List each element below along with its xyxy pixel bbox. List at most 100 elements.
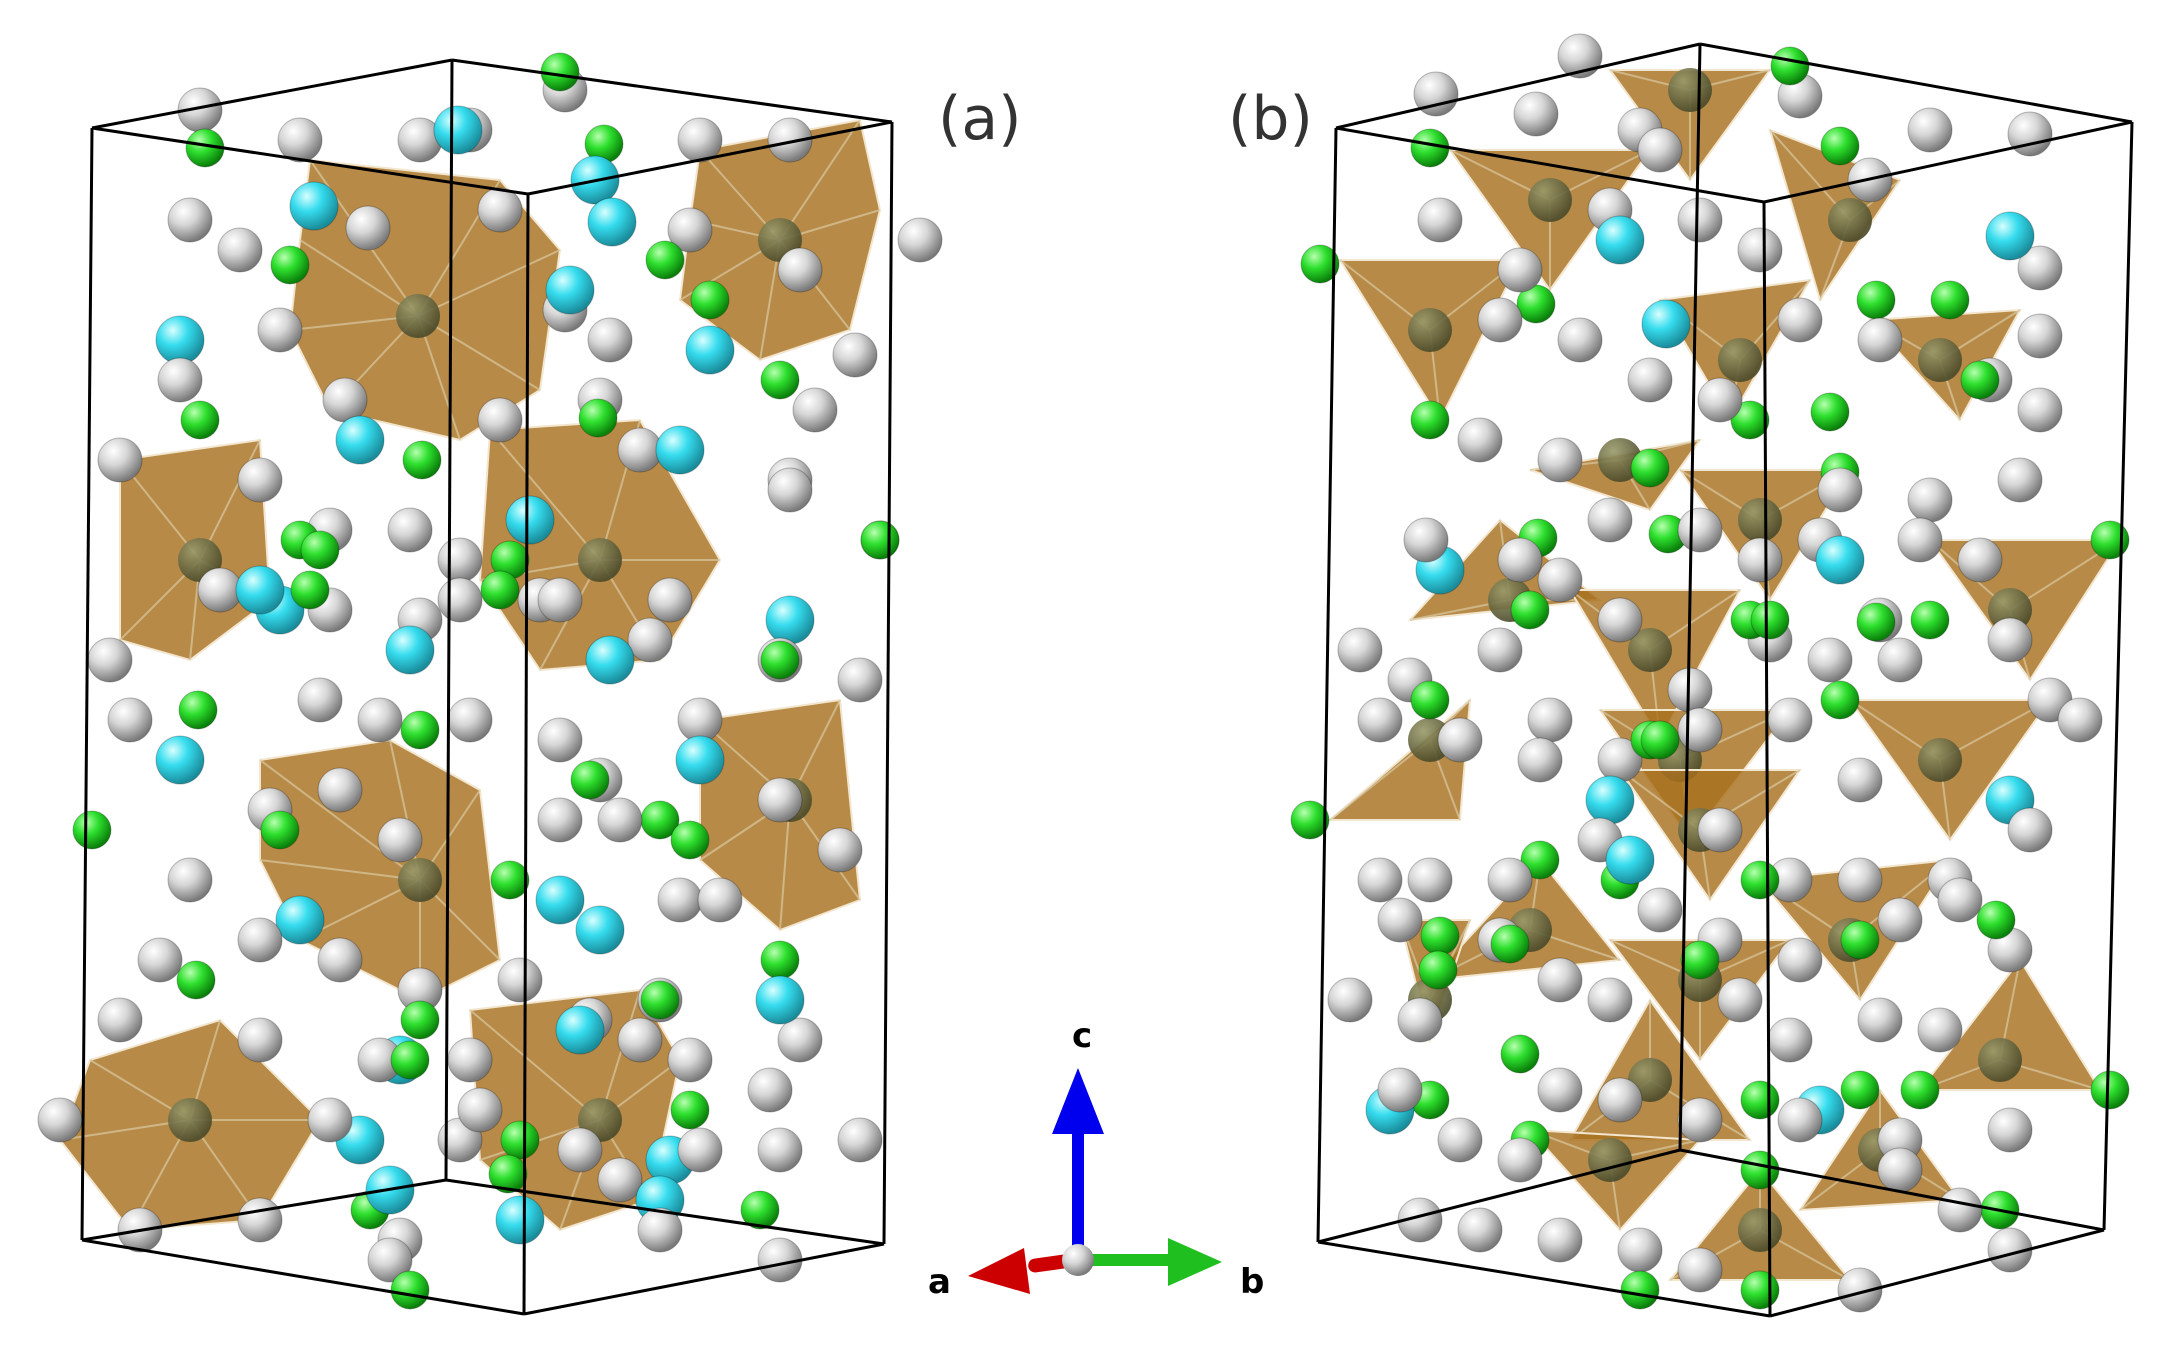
axis-a-arrowhead	[968, 1248, 1030, 1294]
grey-atom	[1717, 977, 1763, 1023]
grey-atom	[1327, 977, 1373, 1023]
green-atom	[1740, 1150, 1780, 1190]
green-atom	[1840, 920, 1880, 960]
tetrahedron-b-12	[1327, 697, 1472, 821]
octahedron-a-5	[259, 738, 502, 1002]
tetrahedron-b-8-center-atom	[1738, 498, 1782, 542]
grey-atom	[497, 957, 543, 1003]
grey-atom	[297, 677, 343, 723]
grey-atom	[137, 937, 183, 983]
grey-atom	[1357, 697, 1403, 743]
green-atom	[1810, 392, 1850, 432]
grey-atom	[357, 697, 403, 743]
green-atom	[1510, 590, 1550, 630]
green-atom	[1740, 860, 1780, 900]
grey-atom	[1527, 697, 1573, 743]
octahedron-a-5-bond	[259, 859, 421, 881]
unit-cell-a-edge	[81, 1178, 447, 1242]
tetrahedron-b-14-center-atom	[1918, 738, 1962, 782]
grey-atom	[1557, 33, 1603, 79]
atoms-layer	[37, 33, 2130, 1313]
grey-atom	[1937, 877, 1983, 923]
unit-cell-a-edge	[80, 127, 94, 1241]
unit-cell-a-edge	[445, 1178, 885, 1246]
green-atom	[1730, 400, 1770, 440]
green-atom	[490, 860, 530, 900]
grey-atom	[2017, 245, 2063, 291]
grey-atom	[597, 1157, 643, 1203]
grey-atom	[1337, 627, 1383, 673]
cyan-atom	[1605, 835, 1655, 885]
grey-atom	[1377, 897, 1423, 943]
green-atom	[1420, 916, 1460, 956]
green-atom	[1856, 602, 1896, 642]
green-atom	[178, 690, 218, 730]
grey-atom	[2017, 387, 2063, 433]
cyan-atom	[1595, 215, 1645, 265]
green-atom	[1300, 244, 1340, 284]
grey-atom	[1497, 247, 1543, 293]
grey-atom	[217, 227, 263, 273]
grey-atom	[1397, 997, 1443, 1043]
grey-atom	[367, 1237, 413, 1283]
grey-atom	[1627, 357, 1673, 403]
grey-atom	[1377, 1067, 1423, 1113]
grey-atom	[1517, 737, 1563, 783]
grey-atom	[437, 577, 483, 623]
grey-atom	[1857, 997, 1903, 1043]
octahedron-a-3-bond	[199, 439, 261, 561]
green-atom	[760, 640, 800, 680]
grey-atom	[1637, 127, 1683, 173]
tetrahedron-b-3	[1338, 259, 1522, 423]
grey-atom	[237, 457, 283, 503]
grey-atom	[1597, 597, 1643, 643]
cyan-atom	[655, 425, 705, 475]
grey-atom	[1777, 1097, 1823, 1143]
grey-atom	[817, 827, 863, 873]
unit-cell-b-edge	[1679, 1148, 2105, 1232]
green-atom	[1840, 1070, 1880, 1110]
grey-atom	[317, 767, 363, 813]
octahedron-a-1-bond	[417, 249, 561, 317]
cyan-atom	[575, 905, 625, 955]
grey-atom	[1877, 637, 1923, 683]
cyan-atom	[585, 635, 635, 685]
green-atom	[670, 1090, 710, 1130]
green-atom	[1640, 720, 1680, 760]
tetrahedron-b-21-center-atom	[1588, 1138, 1632, 1182]
grey-atom	[1617, 1227, 1663, 1273]
grey-atom	[1677, 707, 1723, 753]
unit-cell-a-edge	[882, 121, 894, 1245]
tetrahedron-b-5-center-atom	[1718, 338, 1762, 382]
green-atom	[290, 570, 330, 610]
cyan-atom	[685, 325, 735, 375]
green-atom	[480, 570, 520, 610]
cyan-atom	[1985, 211, 2035, 261]
tetrahedron-b-7-center-atom	[1598, 438, 1642, 482]
unit-cell-b-edge	[1317, 1148, 1681, 1244]
unit-cell-b-edge	[1335, 126, 1765, 204]
grey-atom	[457, 1087, 503, 1133]
grey-atom	[107, 697, 153, 743]
green-atom	[500, 1120, 540, 1160]
grey-atom	[1457, 1207, 1503, 1253]
green-atom	[760, 360, 800, 400]
grey-atom	[322, 377, 368, 423]
unit-cell-a-edge	[523, 1242, 885, 1316]
green-atom	[72, 810, 112, 850]
grey-atom	[667, 1037, 713, 1083]
grey-atom	[1777, 937, 1823, 983]
axis-a-label: a	[928, 1262, 951, 1302]
grey-atom	[167, 197, 213, 243]
cyan-atom	[1585, 775, 1635, 825]
unit-cell-a-edge	[522, 193, 530, 1315]
grey-atom	[317, 937, 363, 983]
grey-atom	[387, 507, 433, 553]
grey-atom	[1457, 417, 1503, 463]
green-atom	[402, 440, 442, 480]
grey-atom	[1837, 1267, 1883, 1313]
cyan-atom	[755, 975, 805, 1025]
unit-cell-b-edge	[1769, 1228, 2105, 1318]
grey-atom	[777, 247, 823, 293]
